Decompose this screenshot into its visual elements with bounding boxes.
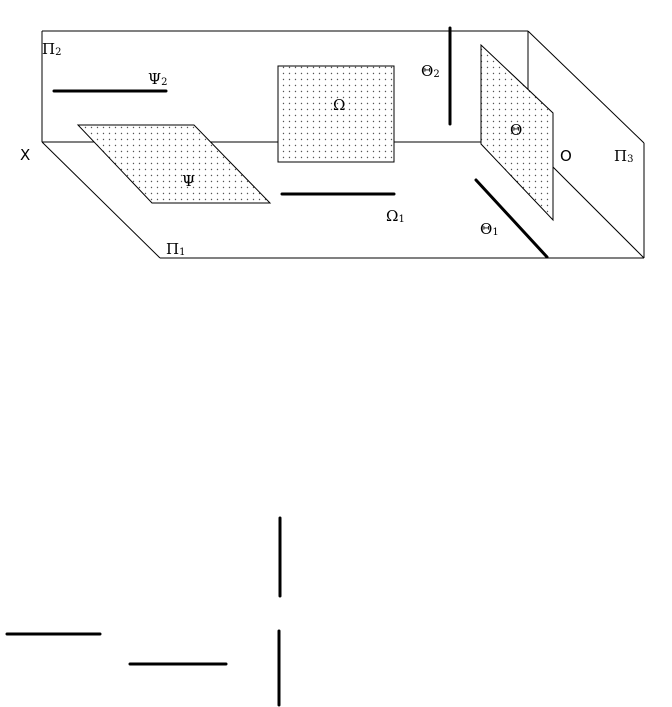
plane-omega xyxy=(277,65,395,163)
label-psi2: Ψ2 xyxy=(148,70,168,88)
label-theta: Θ xyxy=(510,121,522,139)
label-pi2: Π2 xyxy=(42,40,61,58)
label-theta1: Θ1 xyxy=(480,220,499,238)
label-omega1: Ω1 xyxy=(386,207,405,225)
label-pi3: Π3 xyxy=(614,147,633,165)
plane-theta xyxy=(480,43,554,222)
label-omega: Ω xyxy=(333,96,345,114)
trace-theta1 xyxy=(474,178,549,259)
epure-segments xyxy=(5,516,282,707)
label-x-axis: X xyxy=(20,146,30,164)
plane-psi xyxy=(76,124,272,204)
label-origin: O xyxy=(560,147,572,165)
projection-traces xyxy=(52,26,549,259)
label-psi: Ψ xyxy=(182,172,195,190)
pi1-left-edge xyxy=(41,141,161,259)
label-pi1: Π1 xyxy=(166,240,185,258)
pi3-top-edge xyxy=(527,30,645,144)
label-theta2: Θ2 xyxy=(421,62,440,80)
